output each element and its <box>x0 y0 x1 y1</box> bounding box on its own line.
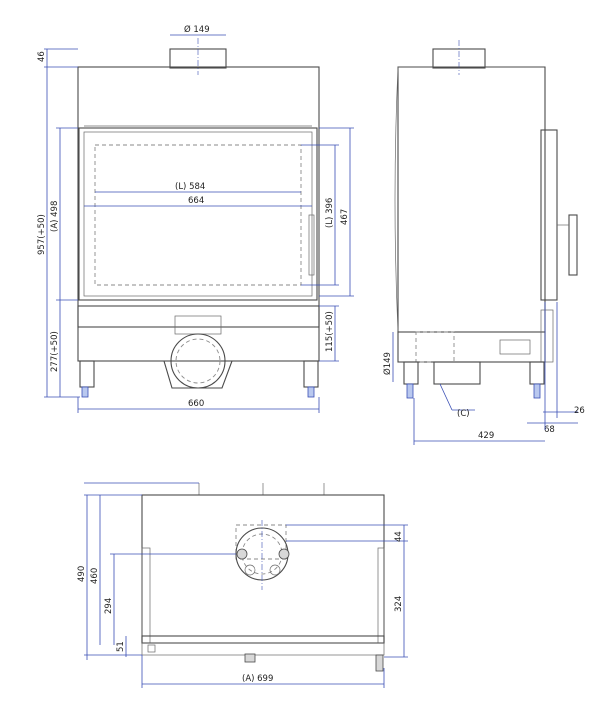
top-depth-3: 51 <box>116 641 126 652</box>
top-depth-total: 490 <box>77 566 87 582</box>
side-leg-back <box>529 361 545 385</box>
leg-right <box>303 360 319 388</box>
side-plate <box>499 339 531 355</box>
air-inlet-circle <box>170 333 226 389</box>
top-door <box>141 642 385 656</box>
front-view: Ø 149 46 957(+50) (A) 498 277(+50) (L) 5… <box>37 24 354 413</box>
side-door-profile <box>540 129 558 301</box>
top-depth-1: 460 <box>90 568 100 584</box>
leg-left <box>79 360 95 388</box>
side-housing <box>397 66 546 333</box>
front-height-total: 957(+50) <box>37 214 47 255</box>
side-leg-offset-2: 26 <box>574 406 585 416</box>
front-flue-diameter: Ø 149 <box>184 24 210 35</box>
side-leg-offset-1: 68 <box>544 425 555 435</box>
door-inner <box>83 131 313 297</box>
top-offset-right-2: 324 <box>394 596 404 612</box>
front-width-total: 660 <box>188 399 204 409</box>
side-depth-total: 429 <box>478 431 494 441</box>
top-width-a: (A) 699 <box>242 674 273 684</box>
side-base <box>397 331 546 363</box>
top-handle <box>244 653 256 663</box>
front-height-top: 46 <box>37 51 47 62</box>
top-front-frame <box>141 635 385 644</box>
side-view: Ø149 (C) 429 68 26 <box>382 40 585 445</box>
front-height-bottom: 277(+50) <box>50 331 60 372</box>
side-label-c: (C) <box>457 409 470 419</box>
door-frame <box>78 127 318 301</box>
side-air-duct <box>433 361 481 385</box>
side-flue-diameter: Ø149 <box>382 352 393 375</box>
side-leg-front <box>403 361 419 385</box>
top-view: 490 460 294 51 44 324 (A) 699 <box>77 482 408 688</box>
air-intake <box>174 315 222 335</box>
front-glass-height: 467 <box>340 209 350 225</box>
air-duct <box>163 360 233 389</box>
door-handle <box>308 214 315 276</box>
front-width-l: (L) 584 <box>175 182 205 192</box>
front-width-inner: 664 <box>188 196 204 206</box>
top-housing <box>141 494 385 644</box>
front-base-height: 115(+50) <box>325 311 335 352</box>
top-offset-right-1: 44 <box>394 531 404 542</box>
side-handle <box>568 214 578 276</box>
front-height-a: (A) 498 <box>50 201 60 232</box>
housing <box>77 66 320 328</box>
front-glass-height-l: (L) 396 <box>325 198 335 228</box>
glass-pane <box>94 144 302 286</box>
top-depth-2: 294 <box>104 598 114 614</box>
